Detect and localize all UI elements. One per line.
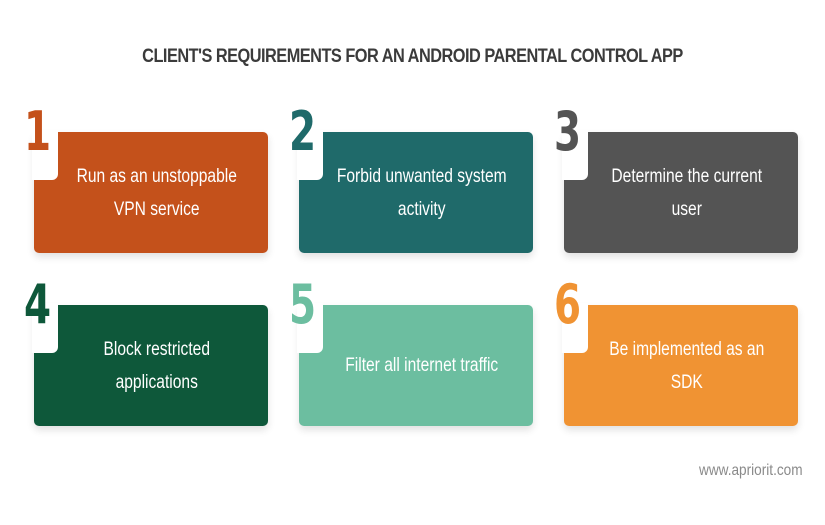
card-text-line: Be implemented as an SDK [609,338,765,393]
card-text: Filter all internet traffic [320,349,512,382]
requirement-card-3: 3 Determine the current user [554,102,798,253]
requirement-card-2: 2 Forbid unwanted system activity [289,102,533,253]
card-notch [32,303,58,353]
requirement-card-5: 5 Filter all internet traffic [289,275,533,426]
website-watermark: www.apriorit.com [699,462,803,479]
card-number: 5 [289,273,317,336]
card-number: 4 [24,273,52,336]
card-notch [297,130,323,180]
card-text: Block restricted applications [55,333,247,399]
card-number: 3 [554,100,582,163]
card-notch [562,303,588,353]
card-number: 2 [289,100,317,163]
card-notch [562,130,588,180]
requirement-card-6: 6 Be implemented as an SDK [554,275,798,426]
requirement-card-4: 4 Block restricted applications [24,275,268,426]
card-notch [32,130,58,180]
card-text: Determine the current user [585,160,777,226]
card-text-line: Filter all internet traffic [345,355,499,376]
card-text-line: activity [397,198,446,220]
card-number: 6 [554,273,582,336]
card-text: Forbid unwanted system activity [320,160,512,226]
card-text-line: Run as an unstoppable [76,165,237,187]
card-text: Run as an unstoppable VPN service [55,160,247,226]
card-number: 1 [24,100,52,163]
card-text-line: Forbid unwanted system [336,165,507,187]
card-text: Be implemented as an SDK [585,333,777,399]
requirement-card-1: 1 Run as an unstoppable VPN service [24,102,268,253]
card-text-line: VPN service [113,198,200,220]
page-title: CLIENT'S REQUIREMENTS FOR AN ANDROID PAR… [142,46,683,67]
card-text-line: Determine the current user [611,165,763,220]
card-notch [297,303,323,353]
card-text-line: Block restricted applications [103,338,210,393]
